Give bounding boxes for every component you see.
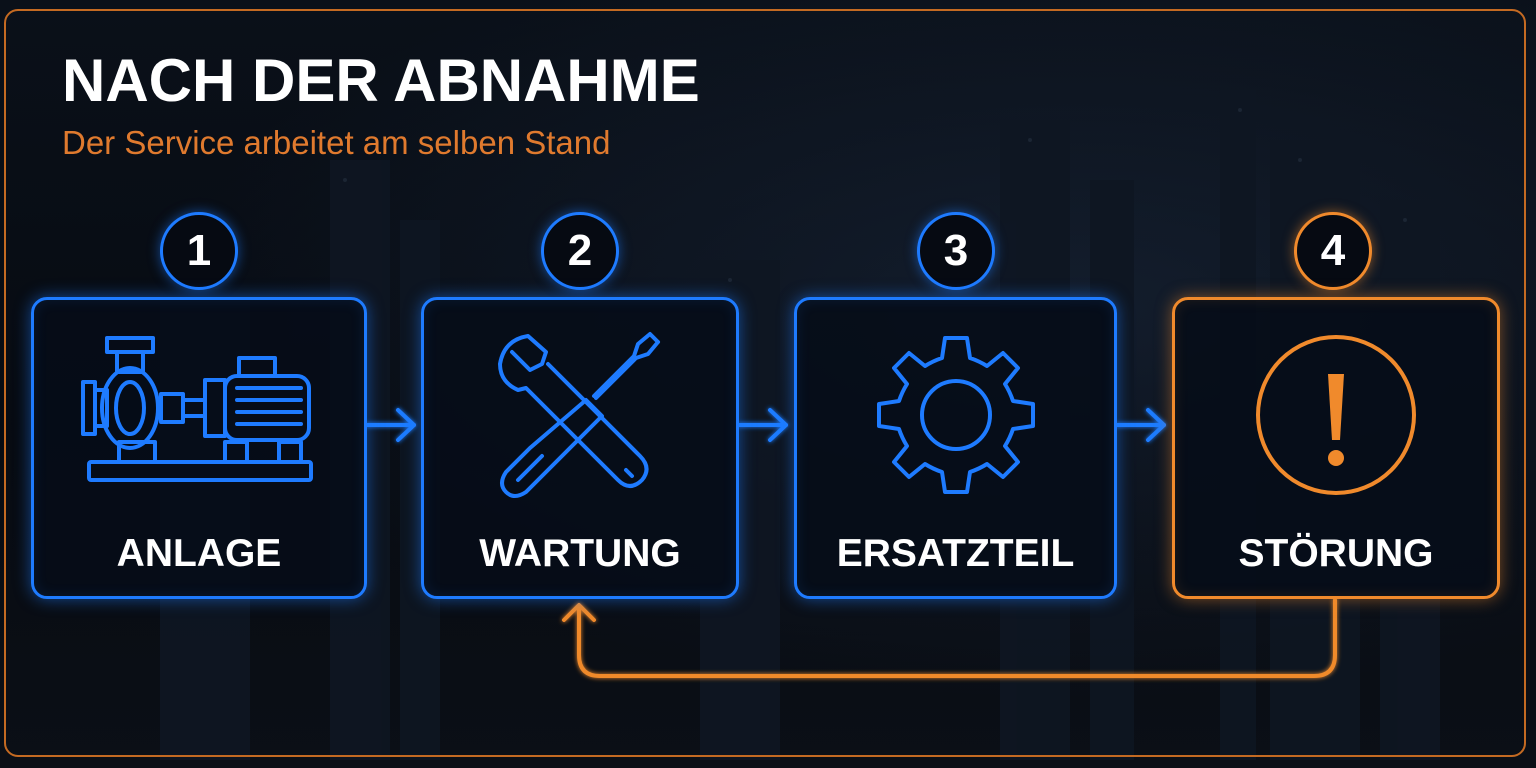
warning-icon: [1175, 330, 1497, 510]
step-1-label: ANLAGE: [116, 532, 282, 575]
step-3-ersatzteil-box: ERSATZTEIL: [794, 297, 1117, 599]
step-4-stoerung-box: STÖRUNG: [1172, 297, 1500, 599]
step-1-number-badge: 1: [160, 212, 238, 290]
step-2-label: WARTUNG: [479, 532, 681, 575]
step-2-number-badge: 2: [541, 212, 619, 290]
step-3-number-badge: 3: [917, 212, 995, 290]
gear-icon: [797, 330, 1114, 510]
page-title: NACH DER ABNAHME: [62, 47, 700, 114]
arrow-1-to-2: [365, 408, 416, 442]
arrow-2-to-3: [737, 408, 788, 442]
step-1-anlage-box: ANLAGE: [31, 297, 367, 599]
step-3-label: ERSATZTEIL: [836, 532, 1075, 575]
page-subtitle: Der Service arbeitet am selben Stand: [62, 124, 611, 161]
step-2-wartung-box: WARTUNG: [421, 297, 739, 599]
feedback-arrow-4-to-2: [562, 598, 1337, 678]
step-4-number-badge: 4: [1294, 212, 1372, 290]
arrow-3-to-4: [1115, 408, 1166, 442]
pump-motor-icon: [34, 330, 364, 510]
step-4-label: STÖRUNG: [1238, 532, 1434, 575]
wrench-screwdriver-icon: [424, 330, 736, 510]
